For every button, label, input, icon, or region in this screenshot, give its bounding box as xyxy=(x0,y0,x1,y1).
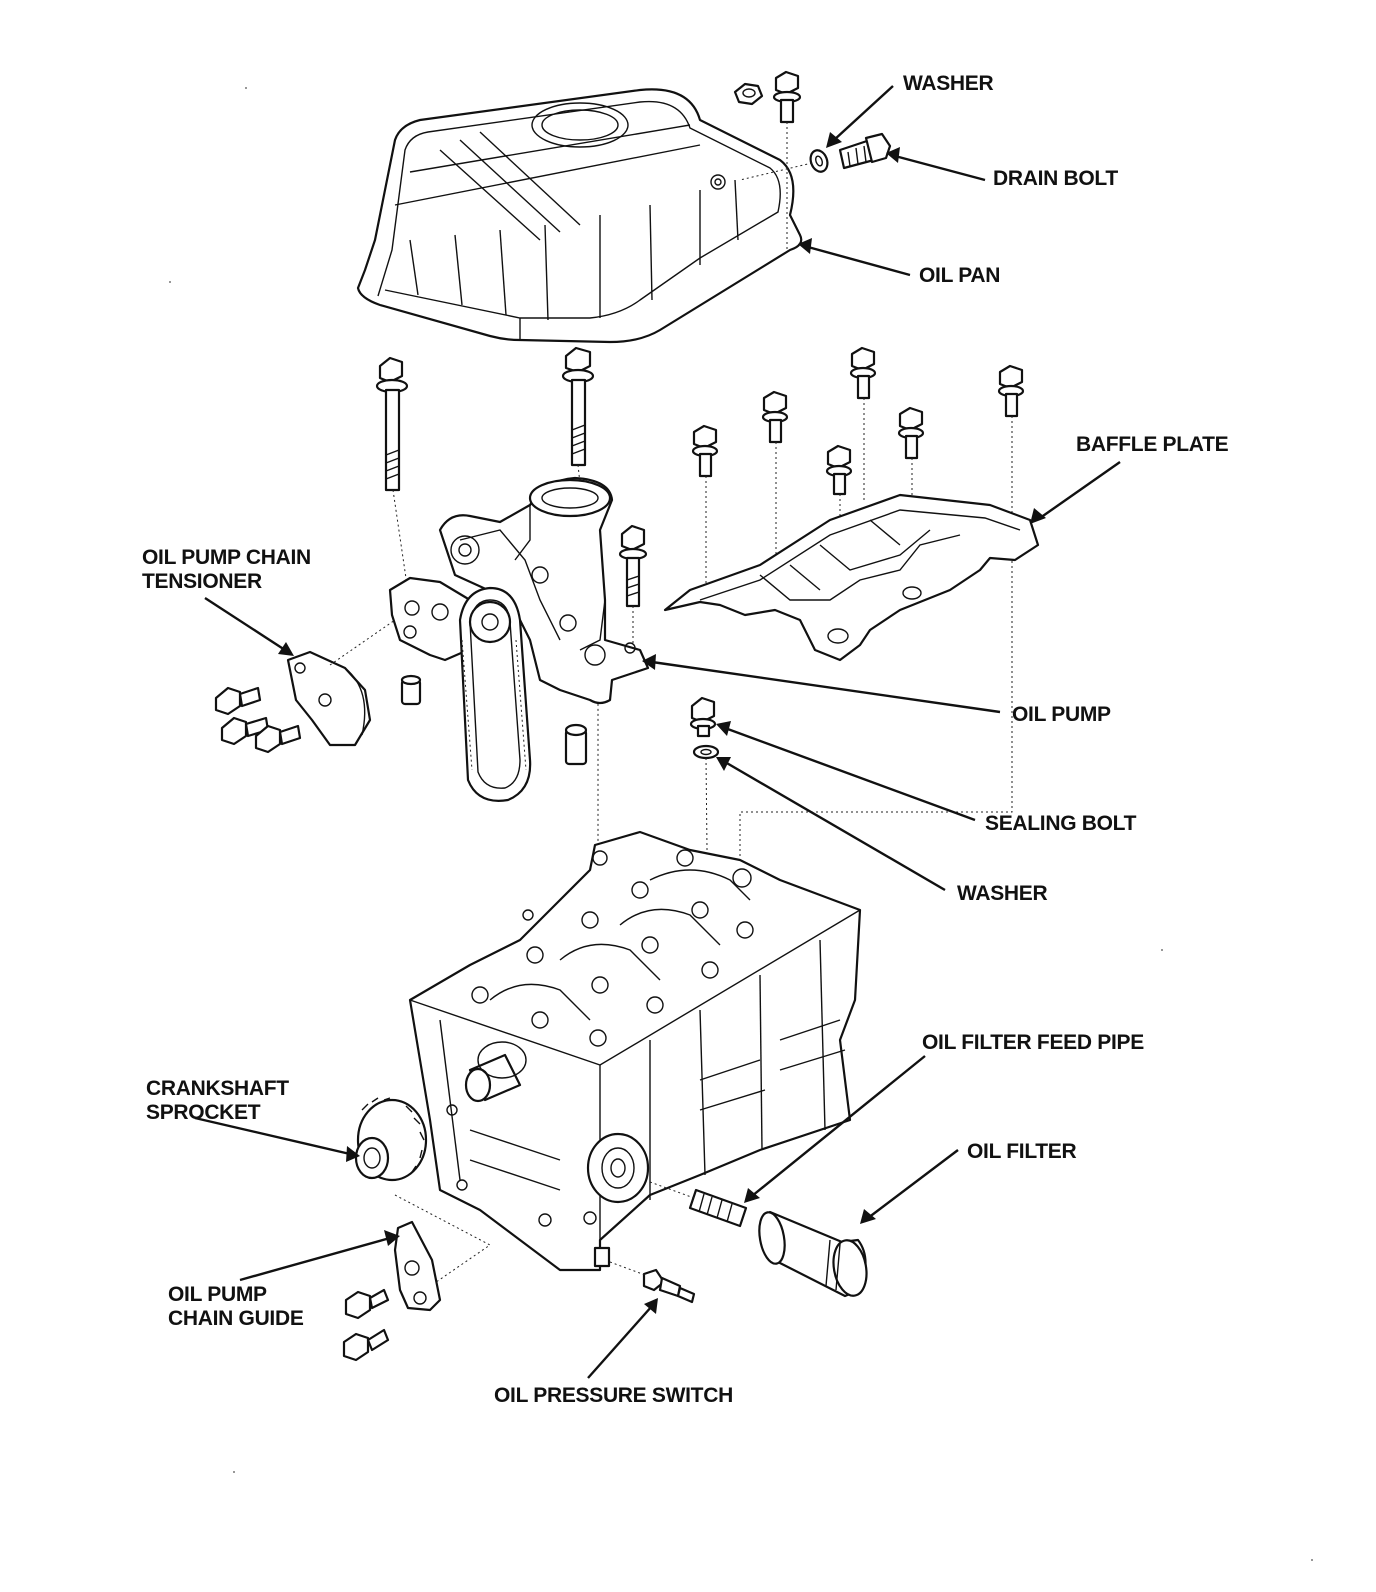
drain-bolt xyxy=(838,132,892,170)
oil-pump-chain xyxy=(458,586,532,802)
drain-washer xyxy=(809,149,829,173)
oil-pump-bracket xyxy=(388,576,472,662)
tensioner-bolt-1 xyxy=(214,686,262,716)
label-baffle-plate-text: BAFFLE PLATE xyxy=(1076,433,1229,456)
label-oil-pump-text: OIL PUMP xyxy=(1012,703,1111,726)
label-chain-guide-line1: OIL PUMP xyxy=(168,1283,267,1306)
label-oil-pressure-switch-text: OIL PRESSURE SWITCH xyxy=(494,1384,733,1407)
baffle-plate xyxy=(663,493,1040,662)
chain-guide-bolt-2 xyxy=(342,1328,390,1362)
baffle-bolt-4 xyxy=(825,444,853,630)
label-oil-pan: OIL PAN xyxy=(919,264,1000,288)
label-oil-filter: OIL FILTER xyxy=(967,1140,1077,1164)
label-drain-bolt-text: DRAIN BOLT xyxy=(993,167,1118,190)
label-oil-filter-feed-pipe-text: OIL FILTER FEED PIPE xyxy=(922,1031,1144,1054)
dowel-pin-left xyxy=(400,674,422,706)
label-oil-pump-chain-tensioner: OIL PUMP CHAIN TENSIONER xyxy=(142,546,311,594)
label-oil-pump: OIL PUMP xyxy=(1012,703,1111,727)
oil-filter xyxy=(758,1210,868,1298)
label-drain-bolt: DRAIN BOLT xyxy=(993,167,1118,191)
label-washer-bottom: WASHER xyxy=(957,882,1048,906)
sealing-bolt xyxy=(689,696,717,738)
label-tensioner-line1: OIL PUMP CHAIN xyxy=(142,546,311,569)
crankshaft-sprocket xyxy=(354,1097,428,1182)
oil-pump-long-bolt-left xyxy=(375,356,409,586)
label-crankshaft-sprocket: CRANKSHAFT SPROCKET xyxy=(146,1077,289,1125)
oil-pressure-switch xyxy=(642,1268,696,1304)
label-washer-top-text: WASHER xyxy=(903,72,994,95)
oil-pump-chain-tensioner xyxy=(286,650,372,747)
leader-lines xyxy=(194,85,1121,1379)
label-oil-filter-text: OIL FILTER xyxy=(967,1140,1077,1163)
baffle-bolt-6 xyxy=(739,364,1025,870)
label-sealing-bolt-text: SEALING BOLT xyxy=(985,812,1137,835)
oil-pump-chain-guide xyxy=(393,1220,442,1312)
label-crankshaft-line1: CRANKSHAFT xyxy=(146,1077,289,1100)
label-sealing-bolt: SEALING BOLT xyxy=(985,812,1136,836)
label-crankshaft-line2: SPROCKET xyxy=(146,1101,261,1124)
oil-pump-short-bolt xyxy=(618,524,648,645)
pan-nut xyxy=(733,82,764,106)
oil-filter-feed-pipe xyxy=(688,1188,748,1228)
dowel-pin-right xyxy=(564,723,588,766)
engine-block xyxy=(408,830,862,1272)
label-oil-pan-text: OIL PAN xyxy=(919,264,1001,287)
label-chain-guide-line2: CHAIN GUIDE xyxy=(168,1307,304,1330)
label-washer-top: WASHER xyxy=(903,72,994,96)
pan-flange-bolt xyxy=(772,70,802,250)
scan-specks xyxy=(169,87,1313,1561)
label-oil-pressure-switch: OIL PRESSURE SWITCH xyxy=(494,1384,733,1408)
baffle-bolt-1 xyxy=(691,424,719,590)
oil-pump xyxy=(438,476,650,705)
baffle-bolt-5 xyxy=(897,406,925,545)
chain-guide-bolt-1 xyxy=(344,1288,390,1320)
tensioner-bolt-3 xyxy=(254,724,302,754)
baffle-bolt-2 xyxy=(761,390,789,555)
baffle-bolt-3 xyxy=(849,346,877,500)
oil-pump-sprocket xyxy=(468,600,512,644)
oil-pan xyxy=(356,88,803,344)
label-oil-filter-feed-pipe: OIL FILTER FEED PIPE xyxy=(922,1031,1144,1055)
label-oil-pump-chain-guide: OIL PUMP CHAIN GUIDE xyxy=(168,1283,304,1331)
label-baffle-plate: BAFFLE PLATE xyxy=(1076,433,1229,457)
label-washer-bottom-text: WASHER xyxy=(957,882,1048,905)
label-tensioner-line2: TENSIONER xyxy=(142,570,262,593)
